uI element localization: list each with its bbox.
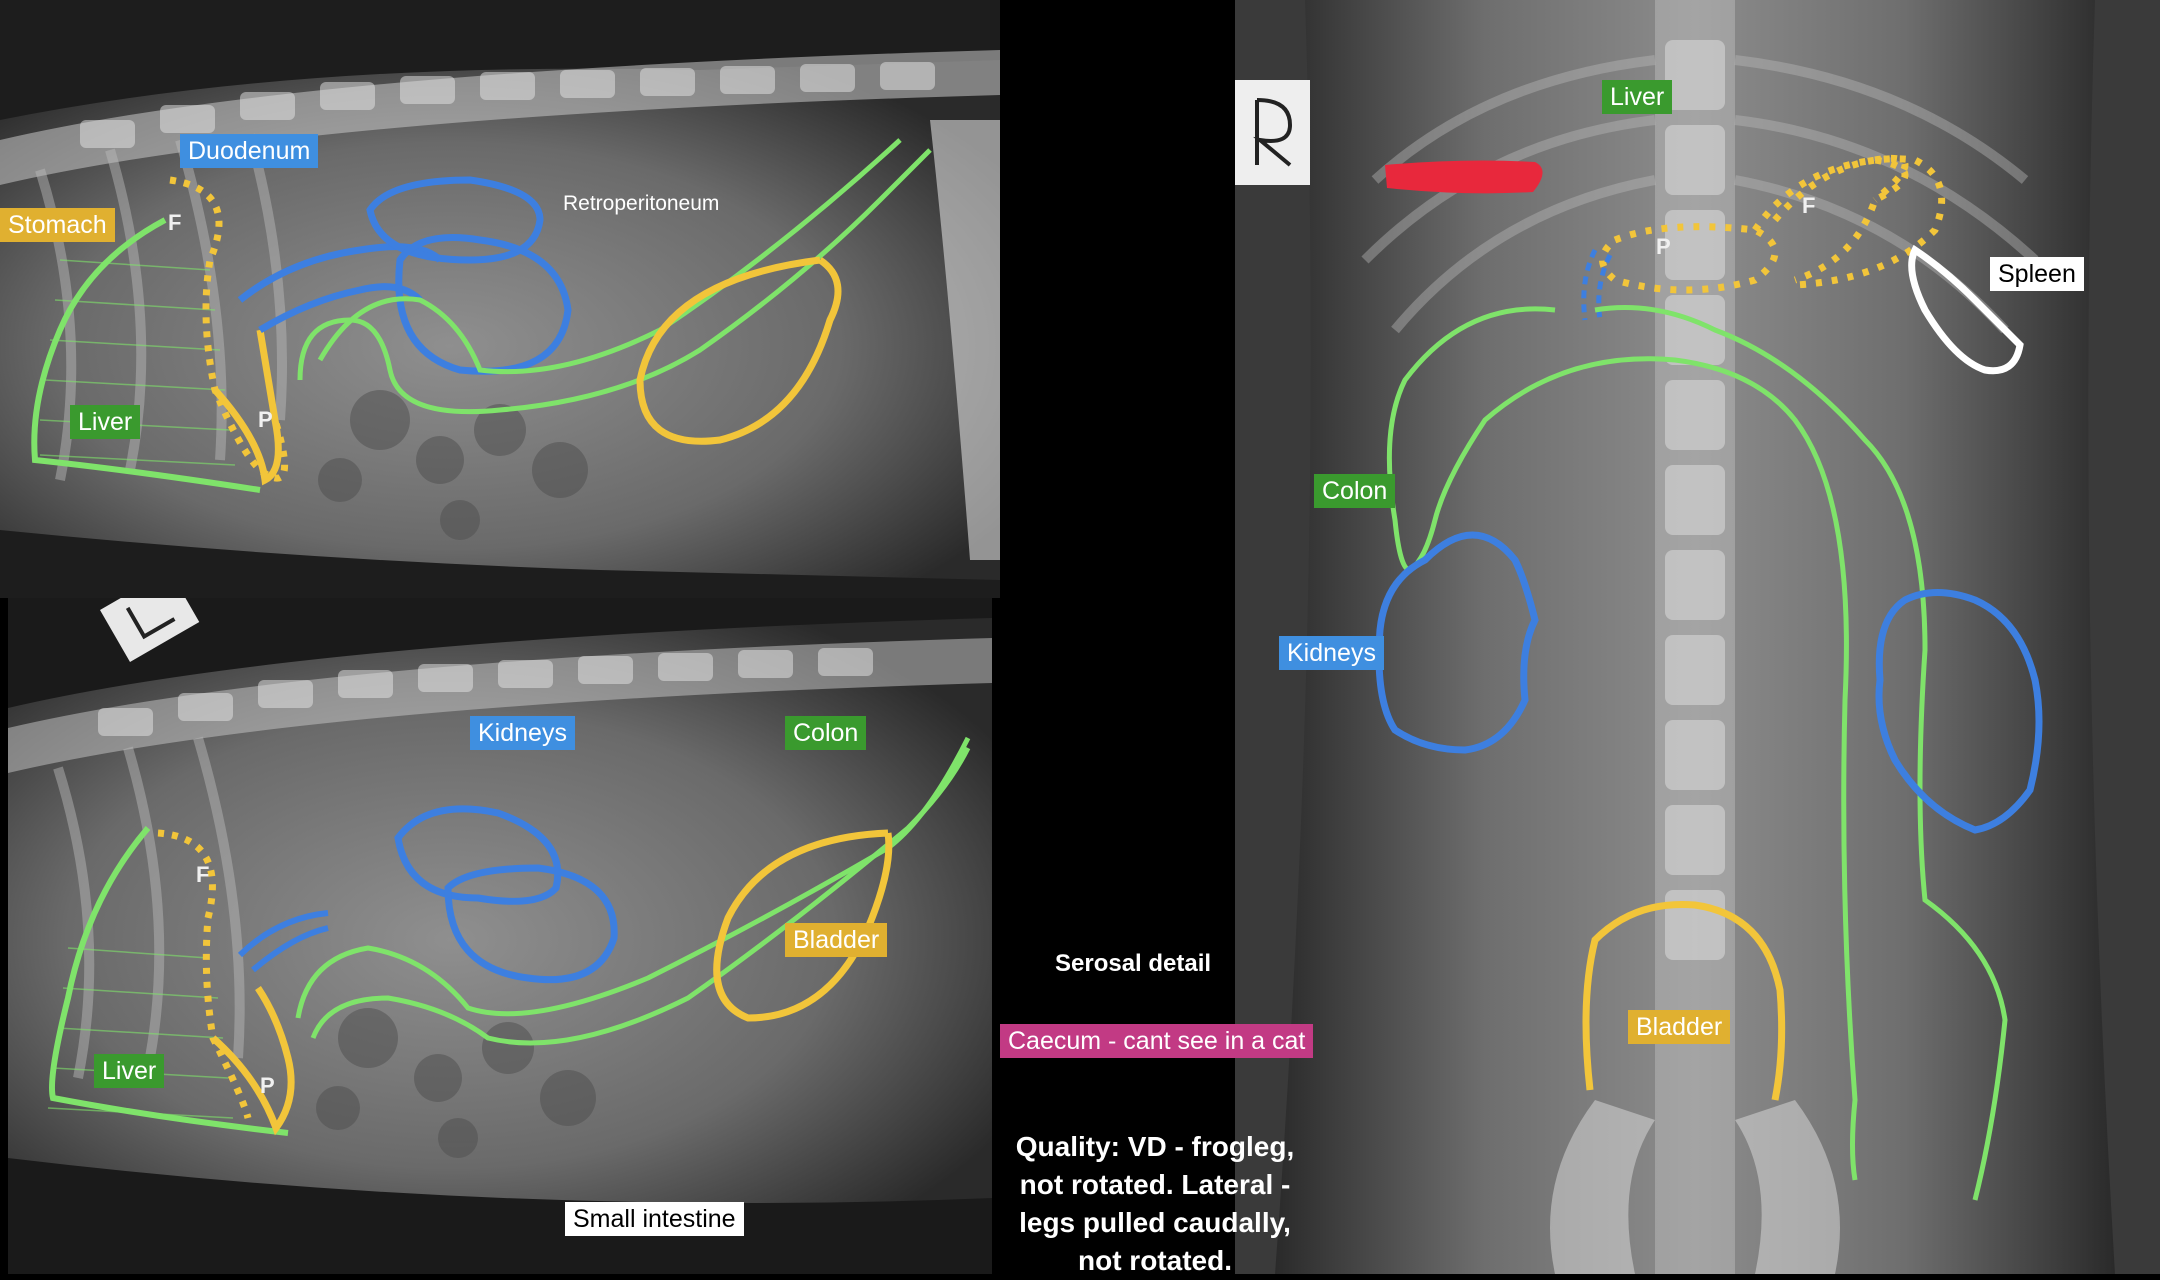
label-fundus-bottom: F (196, 862, 210, 887)
quality-line: legs pulled caudally, (1019, 1207, 1291, 1238)
label-liver-bottom: Liver (94, 1054, 165, 1088)
label-bladder-vd: Bladder (1628, 1010, 1731, 1044)
label-pylorus-vd: P (1656, 234, 1671, 259)
label-liver-vd: Liver (1602, 80, 1673, 114)
label-fundus-top: F (168, 210, 182, 235)
lateral-radiograph-bottom: Kidneys Colon Bladder Liver F P Small in… (8, 598, 992, 1274)
quality-line: Quality: VD - frogleg, (1015, 1131, 1295, 1162)
label-pylorus-top: P (258, 407, 273, 432)
label-colon-lateral: Colon (785, 716, 867, 750)
label-fundus-vd: F (1802, 193, 1816, 218)
label-small-intestine: Small intestine (565, 1202, 744, 1236)
label-liver-top: Liver (70, 405, 141, 439)
note-quality: Quality: VD - frogleg, not rotated. Late… (995, 1128, 1315, 1280)
label-bladder-lateral: Bladder (785, 923, 888, 957)
label-colon-vd: Colon (1314, 474, 1396, 508)
label-pylorus-bottom: P (260, 1073, 275, 1098)
label-kidneys-vd: Kidneys (1279, 636, 1384, 670)
label-stomach: Stomach (0, 208, 115, 242)
quality-line: not rotated. Lateral - (1019, 1169, 1291, 1200)
quality-line: not rotated. (1078, 1245, 1232, 1276)
vd-radiograph: Liver Spleen Colon Kidneys Bladder F P (1235, 0, 2160, 1274)
label-retroperitoneum: Retroperitoneum (563, 192, 720, 215)
label-duodenum: Duodenum (180, 134, 319, 168)
note-caecum: Caecum - cant see in a cat (1000, 1024, 1314, 1058)
label-kidneys-lateral: Kidneys (470, 716, 575, 750)
lateral-radiograph-top: Stomach Duodenum Retroperitoneum Liver F… (0, 0, 1000, 598)
lateral-top-xray-image (0, 0, 1000, 598)
note-serosal-detail: Serosal detail (1055, 950, 1212, 977)
label-spleen: Spleen (1990, 257, 2084, 291)
vd-xray-image (1235, 0, 2160, 1274)
